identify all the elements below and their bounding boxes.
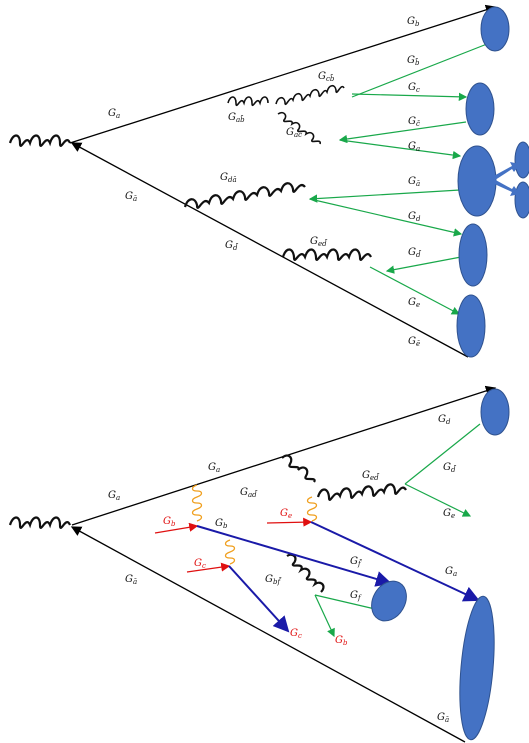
top-label-gabbar: Gab̄ <box>228 112 245 124</box>
bottom-orange-gluon-2 <box>224 539 236 565</box>
bottom-blob-2 <box>371 580 407 622</box>
top-blob-2 <box>465 82 495 136</box>
top-label-gebar: Gē <box>408 336 420 348</box>
top-label-gdbar: Gd̄ <box>225 240 239 252</box>
top-label-gabar-2: Gā <box>125 191 137 203</box>
top-label-gd: Gd <box>408 211 421 223</box>
top-split-arrow-down <box>490 178 520 196</box>
top-blob-1 <box>480 6 510 52</box>
top-blob-6 <box>458 223 488 287</box>
bottom-quark-line-lower <box>70 526 466 743</box>
top-label-gcbbar: Gcb̄ <box>318 71 335 83</box>
bottom-red-line-b <box>154 522 199 534</box>
top-label-ga: Ga <box>108 108 120 120</box>
bottom-label-gfbar: Gf̄ <box>350 556 362 568</box>
bottom-blue-line-b <box>196 525 392 587</box>
bottom-orange-gluon-3 <box>306 496 318 522</box>
bottom-green-line-4 <box>314 594 335 638</box>
bottom-orange-gluon-1 <box>191 484 203 522</box>
top-gluon-ab <box>227 96 269 107</box>
top-label-gbbar: Gb̄ <box>407 55 420 67</box>
bottom-label-gf: Gf <box>350 590 362 602</box>
top-label-ga-2: Ga <box>408 141 420 153</box>
top-green-line-2 <box>351 92 468 102</box>
top-green-line-3 <box>338 121 467 144</box>
bottom-gluon-ed <box>316 483 407 501</box>
bottom-label-gabar-2: Gā <box>437 712 449 724</box>
bottom-blob-3 <box>459 595 495 741</box>
top-label-gcbar: Gc̄ <box>408 116 420 128</box>
bottom-label-ge-red: Ge <box>280 508 292 520</box>
top-gluon-da <box>183 182 306 209</box>
bottom-label-gbf: Gbf̄ <box>265 574 282 586</box>
top-split-arrow-up <box>490 162 520 182</box>
top-label-gabar: Gā <box>408 176 420 188</box>
top-green-line-1 <box>351 43 488 98</box>
top-green-line-5 <box>308 189 461 203</box>
top-blob-7 <box>456 294 486 358</box>
top-gluon-ac <box>277 111 321 145</box>
bottom-label-ga: Ga <box>208 462 220 474</box>
top-label-ge: Ge <box>408 297 420 309</box>
top-label-gc: Gc <box>408 82 420 94</box>
top-gluon-cb <box>275 84 345 106</box>
bottom-initial-gluon <box>8 516 72 529</box>
top-diagram: Gb Gb̄ Gcb̄ Ga Gab̄ Gc Gc̄ Gac̄ Ga Gdā G… <box>8 4 529 358</box>
bottom-label-gb-red: Gb <box>163 516 176 528</box>
bottom-red-line-c <box>186 562 231 573</box>
bottom-label-gb: Gb <box>215 518 228 530</box>
top-label-gda: Gdā <box>220 172 237 184</box>
top-blob-4 <box>514 141 529 179</box>
bottom-label-geda: Ged̄ <box>362 470 380 482</box>
bottom-green-line-3 <box>314 594 376 610</box>
bottom-label-gc-red: Gc <box>194 558 206 570</box>
top-initial-gluon <box>8 134 72 147</box>
bottom-label-gc-red-2: Gc <box>290 628 302 640</box>
top-blob-5 <box>514 181 529 219</box>
bottom-gluon-ad <box>281 454 316 483</box>
top-green-line-6 <box>309 198 463 237</box>
top-blob-3 <box>457 145 497 217</box>
bottom-diagram: Gd Ga Ged̄ Gd̄ Ga Gad̄ Ge Gb Gb Ge Gf̄ G… <box>8 385 510 743</box>
top-label-gdbar-2: Gd̄ <box>408 247 422 259</box>
bottom-label-gabar: Gā <box>125 574 137 586</box>
top-green-line-8 <box>369 266 461 315</box>
bottom-label-gd: Gd <box>438 414 451 426</box>
bottom-blob-1 <box>480 388 510 436</box>
bottom-label-ga-2: Ga <box>108 490 120 502</box>
bottom-red-line-e <box>266 517 313 527</box>
top-quark-line-upper <box>69 4 497 144</box>
bottom-blue-line-c <box>228 565 290 633</box>
bottom-green-line-2 <box>404 483 472 517</box>
bottom-label-gad: Gad̄ <box>240 487 258 499</box>
bottom-green-line-1 <box>404 423 481 485</box>
bottom-blue-line-e <box>310 521 480 602</box>
top-green-line-7 <box>385 256 462 274</box>
top-green-line-4 <box>339 139 462 160</box>
bottom-gluon-bf <box>286 553 325 593</box>
bottom-label-ge: Ge <box>443 508 455 520</box>
bottom-label-gb-red-2: Gb <box>335 635 348 647</box>
bottom-label-ga-3: Ga <box>445 566 457 578</box>
top-label-geda: Ged̄ <box>310 236 328 248</box>
top-quark-line-lower <box>70 142 469 358</box>
top-label-gb: Gb <box>407 16 420 28</box>
bottom-label-gdbar: Gd̄ <box>443 462 457 474</box>
top-gluon-ed <box>281 248 372 261</box>
